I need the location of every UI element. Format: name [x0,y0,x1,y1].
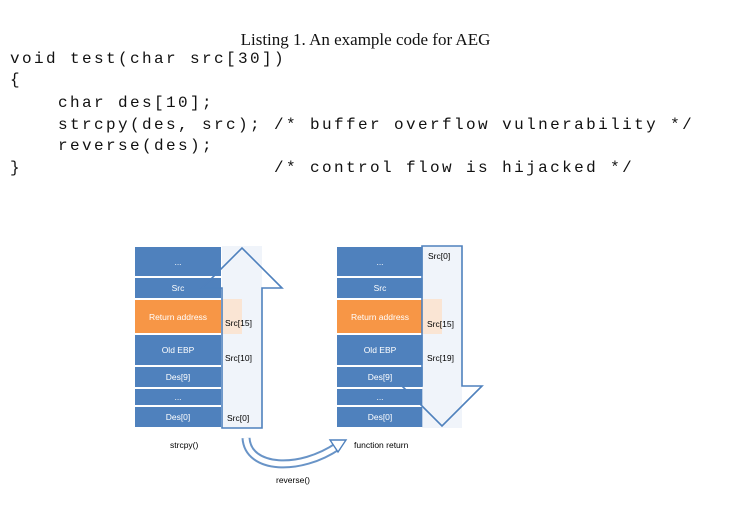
right-src-overlap-return [422,299,442,334]
code-line-2: { [10,71,23,89]
left-cell-ellipsis-bottom: ... [134,388,222,406]
left-cell-ellipsis-top: ... [134,246,222,277]
left-label-src15: Src[15] [225,318,252,328]
code-line-5: reverse(des); [10,137,215,155]
code-line-1: void test(char src[30]) [10,50,287,68]
code-line-4: strcpy(des, src); /* buffer overflow vul… [10,116,695,134]
right-src-column [422,246,462,428]
listing-caption: Listing 1. An example code for AEG [240,30,491,49]
left-up-arrow [200,246,284,429]
left-label-src0: Src[0] [227,413,250,423]
right-down-arrow [400,245,484,428]
code-line-3: char des[10]; [10,94,215,112]
left-cell-old-ebp: Old EBP [134,334,222,366]
right-label-src0: Src[0] [428,251,451,261]
reverse-curve-inner [243,437,340,467]
reverse-arrowhead [328,439,348,454]
right-stack-caption: function return [354,440,409,450]
right-label-src15: Src[15] [427,319,454,329]
code-line-6: } /* control flow is hijacked */ [10,159,635,177]
right-cell-return-address: Return address [336,299,424,334]
left-label-src10: Src[10] [225,353,252,363]
transition-label: reverse() [276,475,311,485]
left-stack-caption: strcpy() [170,440,199,450]
left-cell-return-address: Return address [134,299,222,334]
right-cell-old-ebp: Old EBP [336,334,424,366]
left-src-overlap-return [222,299,242,334]
left-src-column [222,246,262,428]
right-label-src19: Src[19] [427,353,454,363]
